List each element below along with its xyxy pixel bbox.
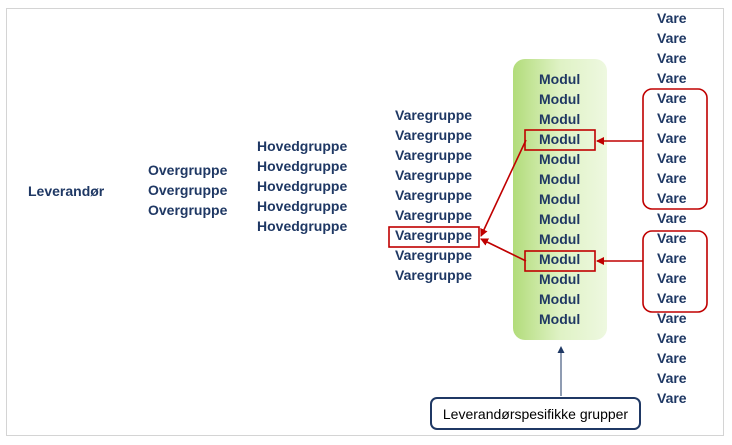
modul-highlight-band — [513, 59, 607, 340]
hovedgruppe-label: Hovedgruppe — [257, 138, 348, 154]
vare-label: Vare — [657, 90, 687, 106]
vare-group-box-lower — [642, 230, 708, 313]
callout-box: Leverandørspesifikke grupper — [430, 397, 641, 430]
modul-label: Modul — [539, 271, 581, 287]
hovedgruppe-label: Hovedgruppe — [257, 158, 348, 174]
vare-label: Vare — [657, 70, 687, 86]
vare-label: Vare — [657, 330, 687, 346]
modul-label: Modul — [539, 191, 581, 207]
varegruppe-highlight-box — [388, 226, 480, 248]
vare-label: Vare — [657, 10, 687, 26]
overgruppe-label: Overgruppe — [148, 202, 228, 218]
callout-label: Leverandørspesifikke grupper — [442, 405, 629, 422]
varegruppe-label: Varegruppe — [395, 187, 473, 203]
vare-label: Vare — [657, 170, 687, 186]
modul-label: Modul — [539, 251, 581, 267]
varegruppe-label: Varegruppe — [395, 167, 473, 183]
varegruppe-label: Varegruppe — [395, 147, 473, 163]
vare-label: Vare — [657, 310, 687, 326]
leverandor-column: Leverandør — [28, 181, 104, 201]
vare-label: Vare — [657, 290, 687, 306]
vare-label: Vare — [657, 30, 687, 46]
vare-label: Vare — [657, 370, 687, 386]
vare-label: Vare — [657, 210, 687, 226]
varegruppe-label: Varegruppe — [395, 267, 473, 283]
modul-highlight-box-lower — [524, 250, 596, 272]
modul-label: Modul — [539, 71, 581, 87]
varegruppe-label: Varegruppe — [395, 227, 473, 243]
vare-label: Vare — [657, 230, 687, 246]
hovedgruppe-label: Hovedgruppe — [257, 178, 348, 194]
varegruppe-label: Varegruppe — [395, 107, 473, 123]
modul-label: Modul — [539, 91, 581, 107]
modul-label: Modul — [539, 171, 581, 187]
vare-label: Vare — [657, 110, 687, 126]
overgruppe-label: Overgruppe — [148, 182, 228, 198]
vare-label: Vare — [657, 250, 687, 266]
hovedgruppe-label: Hovedgruppe — [257, 218, 348, 234]
modul-label: Modul — [539, 231, 581, 247]
modul-label: Modul — [539, 131, 581, 147]
modul-highlight-box-upper — [524, 129, 596, 151]
varegruppe-label: Varegruppe — [395, 207, 473, 223]
varegruppe-label: Varegruppe — [395, 127, 473, 143]
arrow-modul-lower-to-varegruppe — [480, 238, 527, 262]
vare-label: Vare — [657, 130, 687, 146]
diagram-frame — [6, 8, 724, 436]
vare-label: Vare — [657, 350, 687, 366]
vare-group-box-upper — [642, 88, 708, 210]
vare-label: Vare — [657, 190, 687, 206]
vare-label: Vare — [657, 390, 687, 406]
vare-label: Vare — [657, 270, 687, 286]
modul-label: Modul — [539, 211, 581, 227]
leverandor-label: Leverandør — [28, 183, 105, 199]
varegruppe-label: Varegruppe — [395, 247, 473, 263]
modul-label: Modul — [539, 311, 581, 327]
overgruppe-label: Overgruppe — [148, 162, 228, 178]
vare-label: Vare — [657, 50, 687, 66]
vare-label: Vare — [657, 150, 687, 166]
hovedgruppe-label: Hovedgruppe — [257, 198, 348, 214]
arrow-modul-upper-to-varegruppe — [480, 139, 527, 237]
modul-label: Modul — [539, 151, 581, 167]
modul-label: Modul — [539, 291, 581, 307]
modul-label: Modul — [539, 111, 581, 127]
